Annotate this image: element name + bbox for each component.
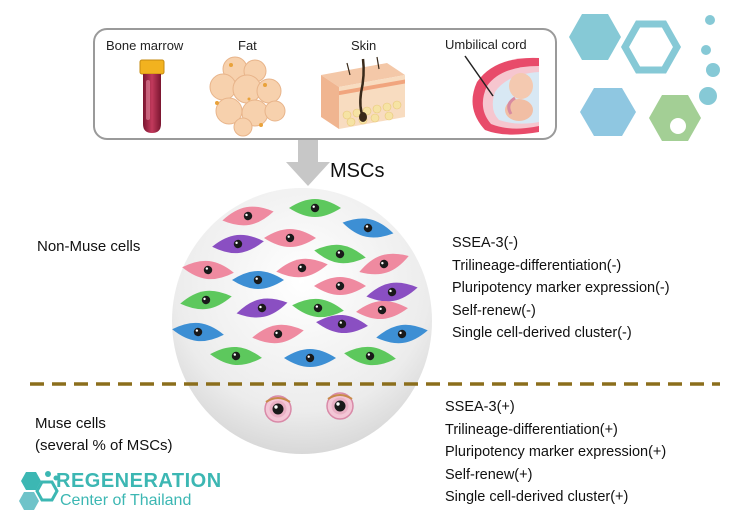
non-muse-label: Non-Muse cells: [37, 238, 141, 255]
logo-subtitle: Center of Thailand: [60, 492, 192, 509]
non-muse-property: Pluripotency marker expression(-): [452, 280, 670, 296]
divider-line: [30, 382, 720, 386]
non-muse-property: Single cell-derived cluster(-): [452, 325, 632, 341]
muse-property: Trilineage-differentiation(+): [445, 421, 618, 438]
source-label-bone-marrow: Bone marrow: [106, 38, 184, 53]
source-label-skin: Skin: [351, 38, 377, 53]
muse-label-line2: (several % of MSCs): [35, 437, 173, 454]
muse-property: Single cell-derived cluster(+): [445, 489, 629, 505]
muse-cell: [326, 392, 354, 420]
non-muse-properties: SSEA-3(-) Trilineage-differentiation(-) …: [452, 232, 670, 345]
logo-title: REGENERATION: [56, 470, 222, 492]
muse-property: Pluripotency marker expression(+): [445, 444, 667, 460]
fat-cells-icon: [209, 56, 286, 137]
non-muse-property: SSEA-3(-): [452, 235, 519, 251]
muse-property: SSEA-3(+): [445, 399, 515, 415]
source-label-fat: Fat: [238, 38, 257, 53]
mscs-label: MSCs: [330, 160, 385, 182]
non-muse-property: Self-renew(-): [452, 302, 536, 319]
muse-property: Self-renew(+): [445, 466, 533, 483]
skin-section-icon: [321, 56, 405, 129]
muse-label-line1: Muse cells: [35, 415, 106, 432]
hexagon-decoration: [569, 14, 720, 141]
umbilical-cord-icon: [464, 55, 539, 135]
non-muse-property: Trilineage-differentiation(-): [452, 257, 622, 274]
bone-marrow-tube-icon: [139, 59, 165, 133]
source-label-umbilical-cord: Umbilical cord: [445, 37, 527, 52]
muse-cell: [264, 395, 292, 423]
msc-sphere: [171, 188, 432, 454]
muse-cells: [264, 392, 354, 423]
logo-hexagon-icon: [19, 471, 59, 510]
muse-properties: SSEA-3(+) Trilineage-differentiation(+) …: [445, 396, 666, 509]
down-arrow-icon: [286, 140, 330, 186]
